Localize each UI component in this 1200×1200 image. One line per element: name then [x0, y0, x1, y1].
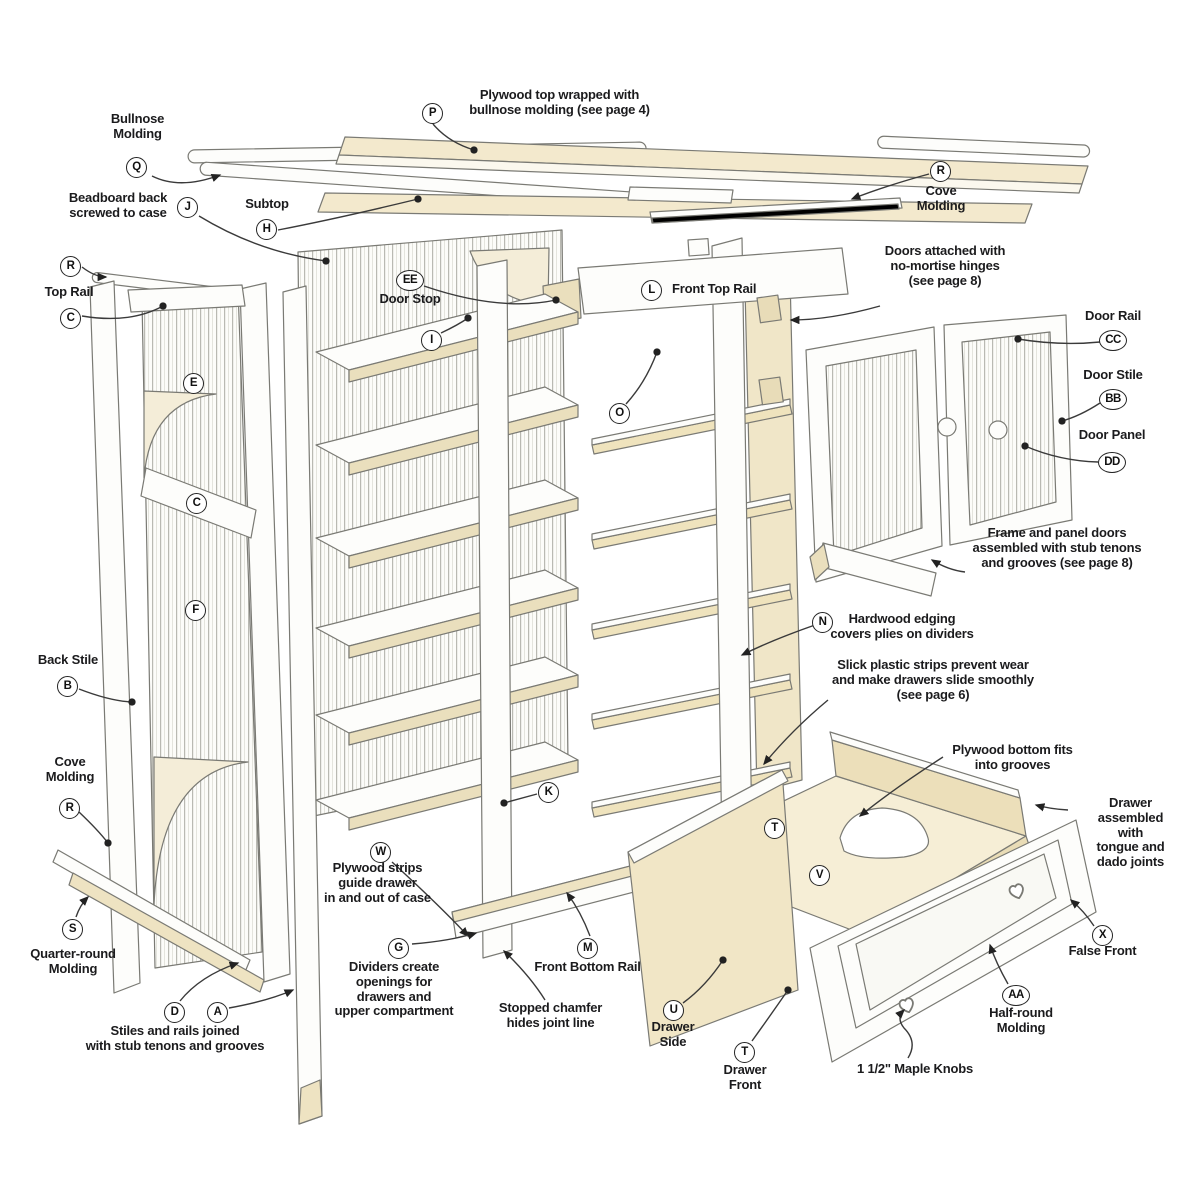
callout-p-letter: P — [422, 103, 443, 124]
callout-cc-letter: CC — [1099, 330, 1127, 351]
callout-plywood-bottom-text: Plywood bottom fits into grooves — [952, 742, 1073, 772]
callout-plywood-top-text: Plywood top wrapped with bullnose moldin… — [469, 87, 650, 117]
callout-door-rail-text: Door Rail — [1085, 308, 1141, 323]
callout-j-letter: J — [177, 197, 198, 218]
callout-h-letter: H — [256, 219, 277, 240]
center-case — [282, 229, 849, 1125]
callout-front-bottom-rail-text: Front Bottom Rail — [534, 959, 641, 974]
callout-subtop-text: Subtop — [245, 196, 289, 211]
callout-q-letter: Q — [126, 157, 147, 178]
callout-r-top-left-letter: R — [60, 256, 81, 277]
callout-o-letter: O — [609, 403, 630, 424]
callout-back-stile-text: Back Stile — [37, 652, 99, 667]
callout-bb-letter: BB — [1099, 389, 1127, 410]
callout-cove-molding-right-text: Cove Molding — [916, 183, 966, 213]
callout-x-letter: X — [1092, 925, 1113, 946]
callout-r-top-right-letter: R — [930, 161, 951, 182]
callout-g-letter: G — [388, 938, 409, 959]
callout-r-left-letter: R — [59, 798, 80, 819]
callout-t-box-letter: T — [764, 818, 785, 839]
callout-drawer-side-text: Drawer Side — [651, 1019, 695, 1049]
callout-dd-letter: DD — [1098, 452, 1126, 473]
callout-chamfer-note-text: Stopped chamfer hides joint line — [498, 1000, 603, 1030]
callout-a-letter: A — [207, 1002, 228, 1023]
callout-drawer-front-text: Drawer Front — [723, 1062, 767, 1092]
callout-doors-note-text: Doors attached with no-mortise hinges (s… — [884, 243, 1006, 288]
callout-l-letter: L — [641, 280, 662, 301]
callout-top-rail-text: Top Rail — [44, 284, 94, 299]
callout-front-top-rail-text: Front Top Rail — [672, 281, 757, 296]
callout-false-front-text: False Front — [1068, 943, 1137, 958]
callout-maple-knobs-text: 1 1/2" Maple Knobs — [857, 1061, 973, 1076]
callout-b-letter: B — [57, 676, 78, 697]
callout-e-letter: E — [183, 373, 204, 394]
callout-dividers-text: Dividers create openings for drawers and… — [334, 959, 454, 1019]
callout-door-stile-text: Door Stile — [1083, 367, 1143, 382]
back-frame-assembly — [52, 271, 291, 994]
callout-beadboard-back-text: Beadboard back screwed to case — [68, 190, 168, 220]
callout-stiles-note-text: Stiles and rails joined with stub tenons… — [85, 1023, 265, 1053]
dividers — [315, 293, 579, 831]
callout-door-panel-text: Door Panel — [1078, 427, 1146, 442]
callout-n-letter: N — [812, 612, 833, 633]
callout-plywood-strips-text: Plywood strips guide drawer in and out o… — [324, 860, 431, 905]
callout-slick-note-text: Slick plastic strips prevent wear and ma… — [832, 657, 1034, 702]
callout-frame-panel-note-text: Frame and panel doors assembled with stu… — [972, 525, 1142, 570]
callout-m-letter: M — [577, 938, 598, 959]
callout-s-letter: S — [62, 919, 83, 940]
callout-i-letter: I — [421, 330, 442, 351]
callout-quarter-round-text: Quarter-round Molding — [30, 946, 116, 976]
callout-half-round-text: Half-round Molding — [989, 1005, 1053, 1035]
drawer-box — [627, 731, 1097, 1063]
callout-c-top-rail-letter: C — [60, 308, 81, 329]
callout-w-letter: W — [370, 842, 391, 863]
doors — [805, 314, 1073, 597]
callout-t-front-letter: T — [734, 1042, 755, 1063]
callout-cove-molding-left-text: Cove Molding — [45, 754, 95, 784]
callout-d-letter: D — [164, 1002, 185, 1023]
callout-hardwood-edging-text: Hardwood edging covers plies on dividers — [830, 611, 974, 641]
callout-drawer-note-text: Drawer assembled with tongue and dado jo… — [1096, 795, 1165, 870]
callout-c-panel-letter: C — [186, 493, 207, 514]
callout-door-stop-text: Door Stop — [379, 291, 441, 306]
callout-v-letter: V — [809, 865, 830, 886]
callout-f-letter: F — [185, 600, 206, 621]
callout-aa-letter: AA — [1002, 985, 1030, 1006]
leader-lines — [75, 123, 1101, 1059]
callout-ee-letter: EE — [396, 270, 424, 291]
callout-k-letter: K — [538, 782, 559, 803]
callout-bullnose-molding-text: Bullnose Molding — [110, 111, 165, 141]
callout-u-letter: U — [663, 1000, 684, 1021]
